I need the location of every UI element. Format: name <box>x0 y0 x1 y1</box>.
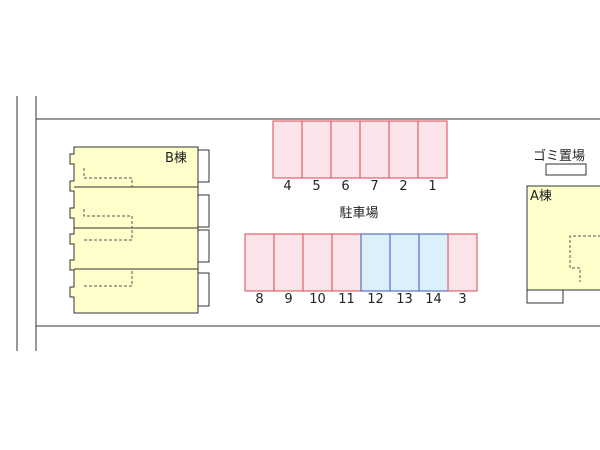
parking-lot-label: 駐車場 <box>339 206 378 221</box>
parking-space-number: 12 <box>367 292 384 307</box>
parking-space-occupied <box>388 120 419 179</box>
parking-space-number: 2 <box>399 179 407 194</box>
parking-space-occupied <box>447 233 478 292</box>
parking-space-number: 4 <box>283 179 291 194</box>
building-b: B棟 <box>69 146 210 314</box>
balcony <box>197 229 210 263</box>
parking-row-top: 4 5 6 7 2 1 <box>272 120 448 194</box>
balcony <box>197 272 210 307</box>
parking-space-occupied <box>359 120 390 179</box>
parking-space-occupied <box>331 233 362 292</box>
building-a-entrance <box>526 289 564 304</box>
parking-space-occupied <box>301 120 332 179</box>
parking-space-occupied <box>273 233 304 292</box>
parking-space-number: 9 <box>284 292 292 307</box>
parking-space-number: 7 <box>370 179 378 194</box>
parking-space-number: 10 <box>309 292 326 307</box>
parking-space-number: 5 <box>312 179 320 194</box>
parking-space-available <box>418 233 449 292</box>
parking-space-occupied <box>272 120 303 179</box>
parking-space-occupied <box>417 120 448 179</box>
interior-dashed-line <box>83 209 133 228</box>
parking-space-number: 1 <box>428 179 436 194</box>
parking-space-number: 6 <box>341 179 349 194</box>
building-a-label: A棟 <box>530 189 552 204</box>
balcony <box>197 149 210 183</box>
interior-dashed-line <box>83 168 133 187</box>
parking-space-number: 11 <box>338 292 355 307</box>
parking-space-number: 14 <box>425 292 442 307</box>
building-b-outline <box>69 146 199 314</box>
parking-row-bottom: 8 9 10 11 12 13 14 3 <box>244 233 478 307</box>
interior-dashed-line <box>84 228 133 241</box>
balcony <box>197 194 210 228</box>
interior-dashed-line <box>84 269 133 287</box>
parking-space-number: 13 <box>396 292 413 307</box>
building-b-label: B棟 <box>165 151 187 166</box>
parking-space-occupied <box>302 233 333 292</box>
garbage-area-box <box>545 163 587 176</box>
parking-space-occupied <box>244 233 275 292</box>
parking-space-number: 3 <box>458 292 466 307</box>
garbage-area-label: ゴミ置場 <box>533 148 585 164</box>
parking-space-available <box>360 233 391 292</box>
parking-space-number: 8 <box>255 292 263 307</box>
parking-space-available <box>389 233 420 292</box>
building-a: A棟 <box>526 185 600 304</box>
interior-dashed-line <box>569 235 600 282</box>
parking-space-occupied <box>330 120 361 179</box>
